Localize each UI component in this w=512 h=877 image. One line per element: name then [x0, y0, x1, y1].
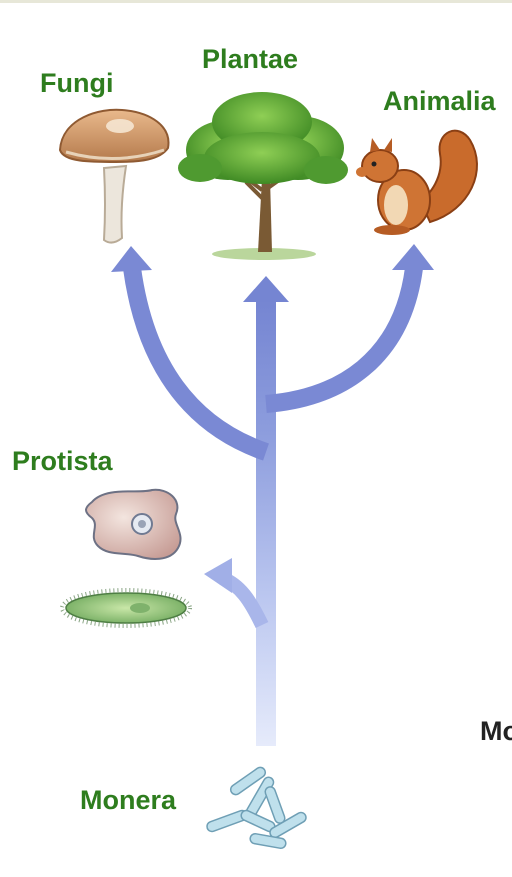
animalia-branch	[266, 268, 414, 404]
paramecium-icon	[62, 590, 190, 626]
label-monera: Monera	[80, 787, 176, 814]
plantae-arrowhead	[243, 276, 289, 302]
label-plantae: Plantae	[202, 46, 298, 73]
label-protista: Protista	[12, 448, 113, 475]
label-animalia: Animalia	[383, 88, 496, 115]
fungi-arrowhead	[111, 246, 152, 272]
label-cut-off: Mo	[480, 718, 512, 745]
tree-icon	[178, 92, 348, 260]
label-fungi: Fungi	[40, 70, 113, 97]
squirrel-icon	[356, 131, 477, 235]
protista-arrowhead	[204, 558, 232, 593]
animalia-arrowhead	[392, 244, 434, 270]
bacteria-icon	[206, 765, 308, 849]
fungi-branch	[132, 268, 266, 452]
main-trunk	[256, 300, 276, 746]
amoeba-icon	[86, 490, 181, 559]
mushroom-icon	[60, 110, 168, 243]
